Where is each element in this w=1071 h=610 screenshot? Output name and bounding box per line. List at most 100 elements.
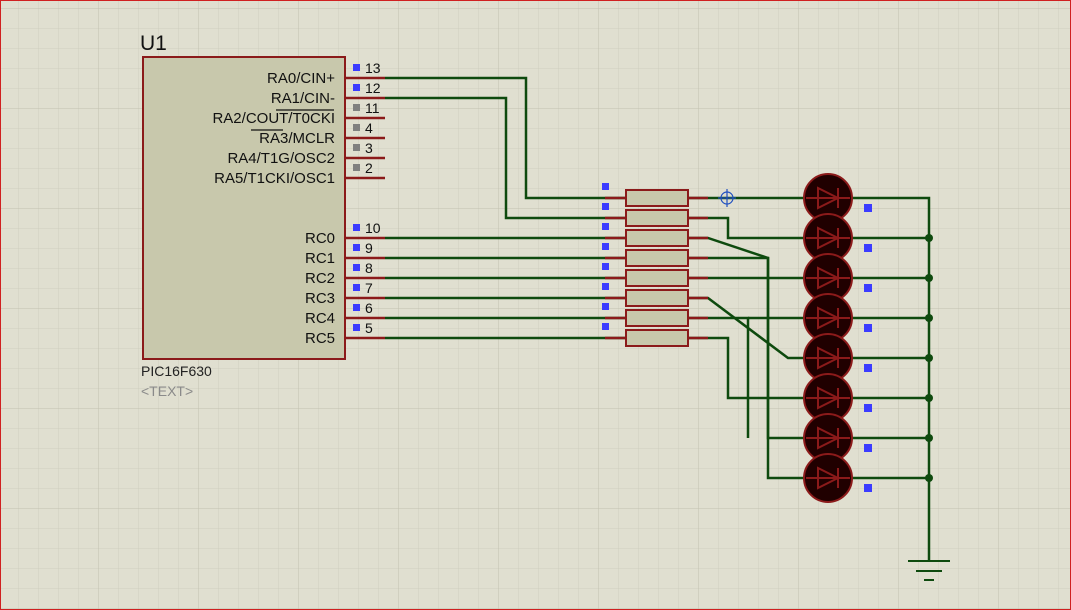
resistor-pin-marker [602,283,609,290]
led-pin-marker [864,364,872,372]
chip-body[interactable] [142,56,346,360]
led-8[interactable] [803,453,872,503]
resistor-body [625,269,689,287]
resistor-5[interactable] [602,263,708,287]
pin-label: RC4 [305,310,335,327]
pin-number: 5 [365,320,373,336]
wire [385,76,626,200]
pin-label: RA5/T1CKI/OSC1 [214,170,335,187]
component-text-placeholder: <TEXT> [141,383,193,399]
pin-label: RC1 [305,250,335,267]
led-pin-marker [864,284,872,292]
diode-icon [817,226,841,250]
junction-dot [925,274,933,282]
pin-marker [353,144,360,151]
pin-number: 2 [365,160,373,176]
junction-dot [925,314,933,322]
resistor-pin-marker [602,263,609,270]
chip-pins: 13RA0/CIN+12RA1/CIN-11RA2/COUT/T0CKI4RA3… [212,60,385,347]
pin-marker [353,324,360,331]
pin-label: RC3 [305,290,335,307]
resistor-pin-marker [602,303,609,310]
pin-number: 4 [365,120,373,136]
pin-label: RA2/COUT/T0CKI [212,110,335,127]
pin-number: 7 [365,280,373,296]
led-4[interactable] [803,293,872,343]
pin-number: 9 [365,240,373,256]
led-pin-marker [864,244,872,252]
resistor-body [625,249,689,267]
led-6[interactable] [803,373,872,423]
diode-icon [817,426,841,450]
pin-number: 3 [365,140,373,156]
junction-dot [925,394,933,402]
led-pin-marker [864,324,872,332]
pin-marker [353,304,360,311]
resistor-3[interactable] [602,223,708,247]
resistor-1[interactable] [602,183,708,207]
junction-dot [925,354,933,362]
pin-marker [353,104,360,111]
resistor-body [625,289,689,307]
pin-label: RC2 [305,270,335,287]
junction-dot [925,234,933,242]
pin-marker [353,264,360,271]
component-ref: U1 [140,32,167,55]
pin-number: 13 [365,60,381,76]
crosshair-cursor-icon [718,189,736,207]
diode-icon [817,306,841,330]
resistor-pin-marker [602,323,609,330]
pin-marker [353,284,360,291]
junction-dot [925,474,933,482]
led-5[interactable] [803,333,872,383]
pin-label: RA1/CIN- [271,90,335,107]
resistor-body [625,329,689,347]
pin-marker [353,64,360,71]
led-3[interactable] [803,253,872,303]
resistor-4[interactable] [602,243,708,267]
pin-marker [353,224,360,231]
pin-label: RA3/MCLR [259,130,335,147]
pin-marker [353,124,360,131]
diode-icon [817,386,841,410]
pin-label: RC5 [305,330,335,347]
resistor-pin-marker [602,223,609,230]
led-pin-marker [864,404,872,412]
resistor-8[interactable] [602,323,708,347]
wires [385,76,933,561]
junction-dot [925,434,933,442]
resistor-body [625,209,689,227]
resistor-pin-marker [602,203,609,210]
led-array[interactable] [803,173,872,503]
led-2[interactable] [803,213,872,263]
diode-icon [817,346,841,370]
pin-label: RA4/T1G/OSC2 [227,150,335,167]
pin-marker [353,84,360,91]
resistor-6[interactable] [602,283,708,307]
wire [385,96,626,220]
pin-label: RA0/CIN+ [267,70,335,87]
pin-label: RC0 [305,230,335,247]
resistor-7[interactable] [602,303,708,327]
resistor-2[interactable] [602,203,708,227]
resistor-body [625,189,689,207]
ground-symbol[interactable] [908,560,950,581]
microcontroller-u1[interactable]: U1 PIC16F630 <TEXT> 13RA0/CIN+12RA1/CIN-… [140,32,385,399]
resistor-array[interactable] [602,183,708,347]
led-pin-marker [864,204,872,212]
led-pin-marker [864,444,872,452]
resistor-pin-marker [602,183,609,190]
